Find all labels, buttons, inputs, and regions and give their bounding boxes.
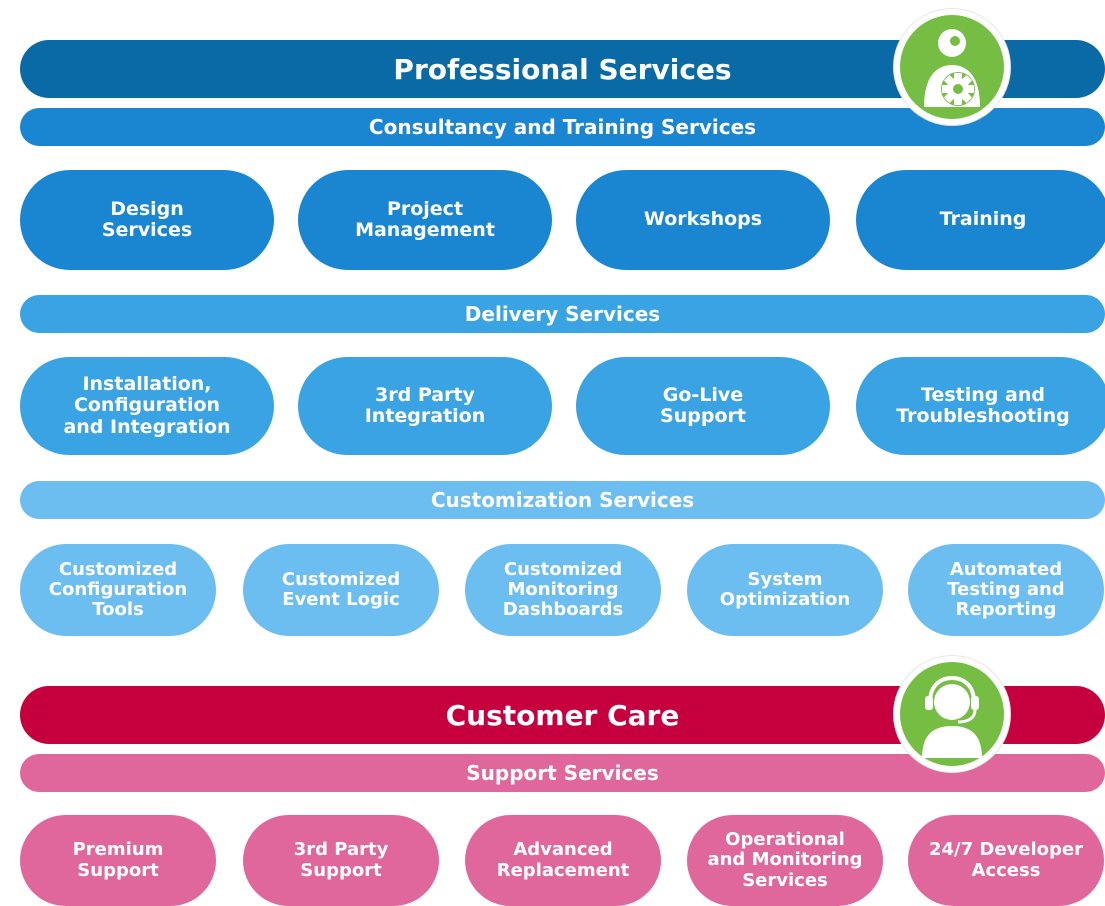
go-live-support-pill: Go-Live Support: [576, 357, 830, 455]
consultancy-training-label: Consultancy and Training Services: [368, 115, 757, 139]
testing-troubleshooting-pill: Testing and Troubleshooting: [856, 357, 1105, 455]
system-optimization-pill: System Optimization: [687, 544, 883, 636]
premium-support-pill: Premium Support: [20, 815, 216, 906]
project-management-pill: Project Management: [298, 170, 552, 270]
third-party-support-pill: 3rd Party Support: [243, 815, 439, 906]
professional-services-title: Professional Services: [393, 52, 732, 86]
customization-services-label: Customization Services: [430, 488, 695, 512]
headset-person-badge: [894, 656, 1010, 772]
delivery-services-bar: Delivery Services: [20, 295, 1105, 333]
third-party-integration-pill: 3rd Party Integration: [298, 357, 552, 455]
delivery-services-label: Delivery Services: [464, 302, 661, 326]
operational-monitoring-services-pill: Operational and Monitoring Services: [687, 815, 883, 906]
training-pill: Training: [856, 170, 1105, 270]
person-gear-badge: [894, 9, 1010, 125]
customized-monitoring-dashboards-pill: Customized Monitoring Dashboards: [465, 544, 661, 636]
headset-person-icon: [922, 675, 982, 758]
developer-access-pill: 24/7 Developer Access: [908, 815, 1104, 906]
design-services-pill: Design Services: [20, 170, 274, 270]
advanced-replacement-pill: Advanced Replacement: [465, 815, 661, 906]
consultancy-training-bar: Consultancy and Training Services: [20, 108, 1105, 146]
customer-care-title: Customer Care: [445, 698, 680, 732]
automated-testing-reporting-pill: Automated Testing and Reporting: [908, 544, 1104, 636]
person-gear-icon: [924, 29, 980, 107]
customized-configuration-tools-pill: Customized Configuration Tools: [20, 544, 216, 636]
workshops-pill: Workshops: [576, 170, 830, 270]
customized-event-logic-pill: Customized Event Logic: [243, 544, 439, 636]
installation-configuration-pill: Installation, Configuration and Integrat…: [20, 357, 274, 455]
support-services-label: Support Services: [466, 761, 659, 785]
customization-services-bar: Customization Services: [20, 481, 1105, 519]
